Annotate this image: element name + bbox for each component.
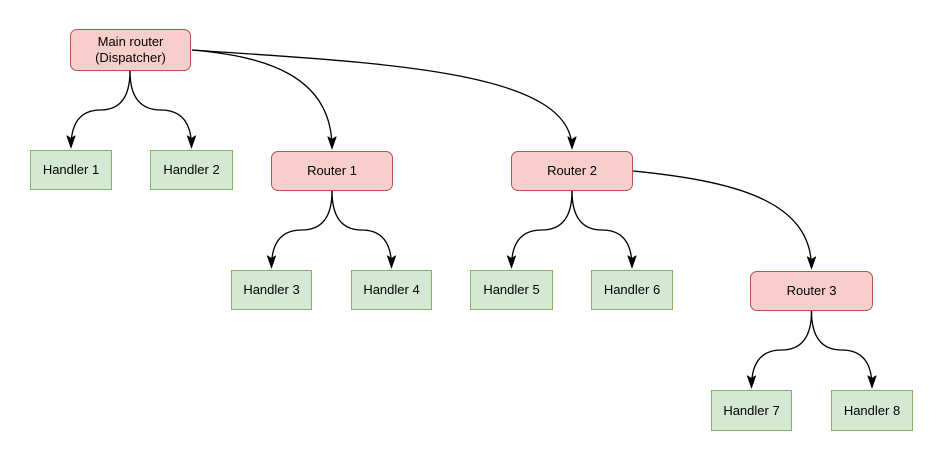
- node-handler-2: Handler 2: [150, 150, 233, 190]
- edge-main-router-to-router-1: [191, 49, 332, 148]
- edge-router-3-to-handler-7: [752, 310, 813, 387]
- node-handler-3: Handler 3: [231, 270, 312, 310]
- edge-router-3-to-handler-8: [810, 310, 873, 387]
- edge-router-1-to-handler-4: [331, 190, 392, 267]
- edge-router-2-to-router-3: [632, 170, 812, 268]
- node-handler-1: Handler 1: [30, 150, 112, 190]
- node-router-3: Router 3: [750, 271, 873, 311]
- node-handler-4: Handler 4: [351, 270, 432, 310]
- edge-main-router-to-router-2: [191, 49, 572, 148]
- node-handler-6: Handler 6: [591, 270, 673, 310]
- node-main-router-label-line2: (Dispatcher): [95, 50, 166, 65]
- node-router-2: Router 2: [511, 151, 633, 191]
- node-main-router: Main router (Dispatcher): [70, 29, 191, 71]
- edge-main-router-to-handler-1: [71, 70, 131, 147]
- node-handler-7: Handler 7: [711, 390, 792, 431]
- edge-router-2-to-handler-6: [571, 190, 632, 267]
- edge-main-router-to-handler-2: [129, 70, 192, 147]
- node-main-router-label-line1: Main router: [97, 34, 164, 49]
- node-handler-8: Handler 8: [831, 390, 913, 431]
- edge-router-2-to-handler-5: [512, 190, 573, 267]
- edge-router-1-to-handler-3: [272, 190, 333, 267]
- node-router-1: Router 1: [271, 151, 393, 191]
- node-handler-5: Handler 5: [470, 270, 553, 310]
